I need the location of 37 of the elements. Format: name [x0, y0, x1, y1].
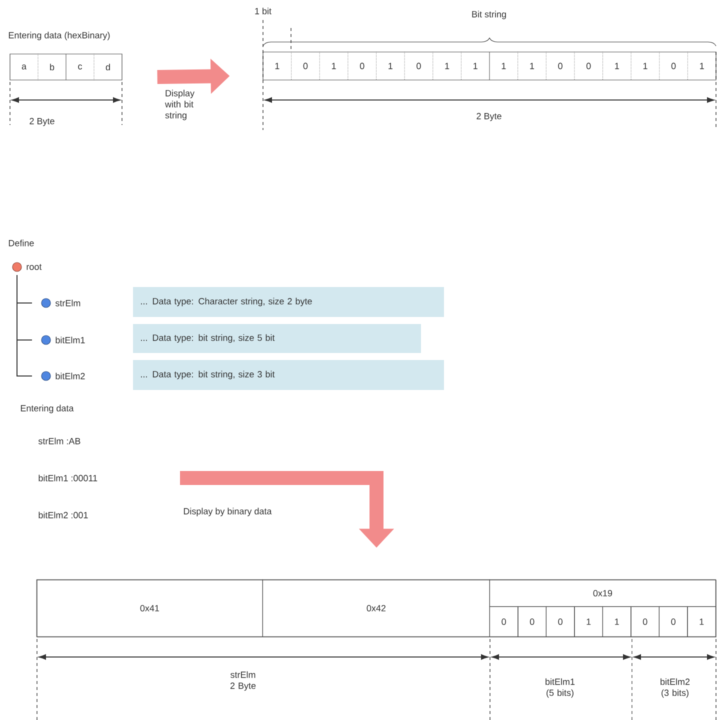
- text-label: Entering data (hexBinary): [8, 32, 110, 40]
- bit-string-box: 1 0 1 0 1 0 1 1 1 1 0 0 1 1 0 1: [262, 52, 716, 80]
- text-label: bitElm1 :00011: [38, 474, 98, 482]
- table-cell: 1: [687, 606, 716, 637]
- edge-label: Display with bit string: [164, 90, 194, 120]
- tree-item: bitElm2: [56, 372, 85, 380]
- text-label: bitElm2 (3 bits): [660, 678, 690, 698]
- table-cell: 0x19: [489, 579, 716, 607]
- type-description-box: ... Data type: bit string, size 3 bit: [133, 360, 444, 390]
- text-label: 1 bit: [255, 8, 272, 14]
- table-cell: 0: [518, 606, 546, 637]
- table-cell: 1: [574, 606, 603, 637]
- root-item: root: [26, 264, 42, 270]
- text-label: Entering data: [20, 404, 74, 414]
- text-label: bitElm1 (5 bits): [546, 678, 575, 698]
- table-cell: 0: [630, 606, 660, 637]
- text-label: bitElm2 :001: [38, 512, 88, 518]
- hex-byte-box: a b c d: [10, 54, 122, 80]
- tree-line: [16, 274, 32, 376]
- byte-table: [36, 580, 716, 638]
- text-label: Define: [8, 240, 34, 246]
- table-cell: 0x41: [36, 579, 263, 637]
- text-label: 2 Byte: [476, 112, 502, 122]
- text-label: strElm :AB: [38, 438, 80, 444]
- table-cell: 0x42: [262, 579, 490, 637]
- text-label: strElm 2 Byte: [230, 671, 256, 691]
- text-label: 2 Byte: [30, 118, 54, 126]
- type-description-box: ... Data type: Character string, size 2 byte: [133, 287, 444, 317]
- text-label: Bit string: [472, 10, 506, 20]
- tree-item: bitElm1: [56, 336, 85, 344]
- table-cell: 1: [602, 606, 632, 637]
- table-cell: 0: [546, 606, 575, 637]
- table-cell: 0: [489, 606, 518, 637]
- tree-item: strElm: [55, 300, 80, 306]
- type-description-box: ... Data type: bit string, size 5 bit: [133, 324, 421, 353]
- table-cell: 0: [658, 606, 688, 637]
- edge-label: Display by binary data: [184, 508, 272, 516]
